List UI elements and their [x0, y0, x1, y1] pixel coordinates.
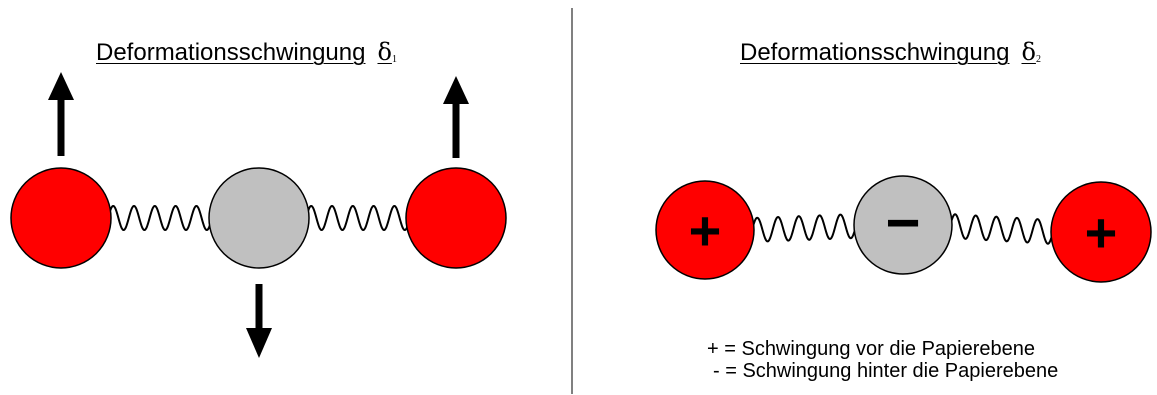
spring-left-2 — [305, 204, 411, 232]
left-title-text: Deformationsschwingung — [96, 39, 366, 66]
plus-sign-right: + — [1085, 201, 1118, 264]
left-center-atom — [208, 167, 310, 269]
right-title-text: Deformationsschwingung — [740, 39, 1010, 66]
left-outer-atom-left — [10, 167, 112, 269]
right-delta-subscript: 2 — [1035, 54, 1041, 65]
left-title-symbol: δ1 — [377, 38, 396, 66]
right-outer-atom-left — [655, 180, 755, 280]
spring-left-1 — [107, 204, 213, 232]
spring-right-1 — [751, 213, 857, 243]
spring-right-2 — [949, 213, 1054, 245]
left-delta-subscript: 1 — [391, 54, 397, 65]
plus-sign-left: + — [689, 199, 722, 262]
left-delta-symbol: δ — [377, 38, 392, 66]
arrow-down-center-icon — [246, 284, 272, 358]
right-delta-symbol: δ — [1021, 38, 1036, 66]
right-title-symbol: δ2 — [1021, 38, 1040, 66]
legend-minus-line: - = Schwingung hinter die Papierebene — [713, 360, 1059, 382]
right-center-atom — [853, 175, 953, 275]
legend-plus-line: + = Schwingung vor die Papierebene — [707, 338, 1036, 360]
left-outer-atom-right — [405, 167, 507, 269]
right-outer-atom-right — [1050, 181, 1152, 283]
left-title: Deformationsschwingung δ1 — [96, 40, 397, 65]
arrow-up-left-icon — [48, 72, 74, 156]
minus-sign-center: − — [885, 189, 920, 256]
legend: + = Schwingung vor die Papierebene - = S… — [707, 338, 1058, 382]
right-title: Deformationsschwingung δ2 — [740, 40, 1041, 65]
arrow-up-right-icon — [443, 76, 469, 158]
